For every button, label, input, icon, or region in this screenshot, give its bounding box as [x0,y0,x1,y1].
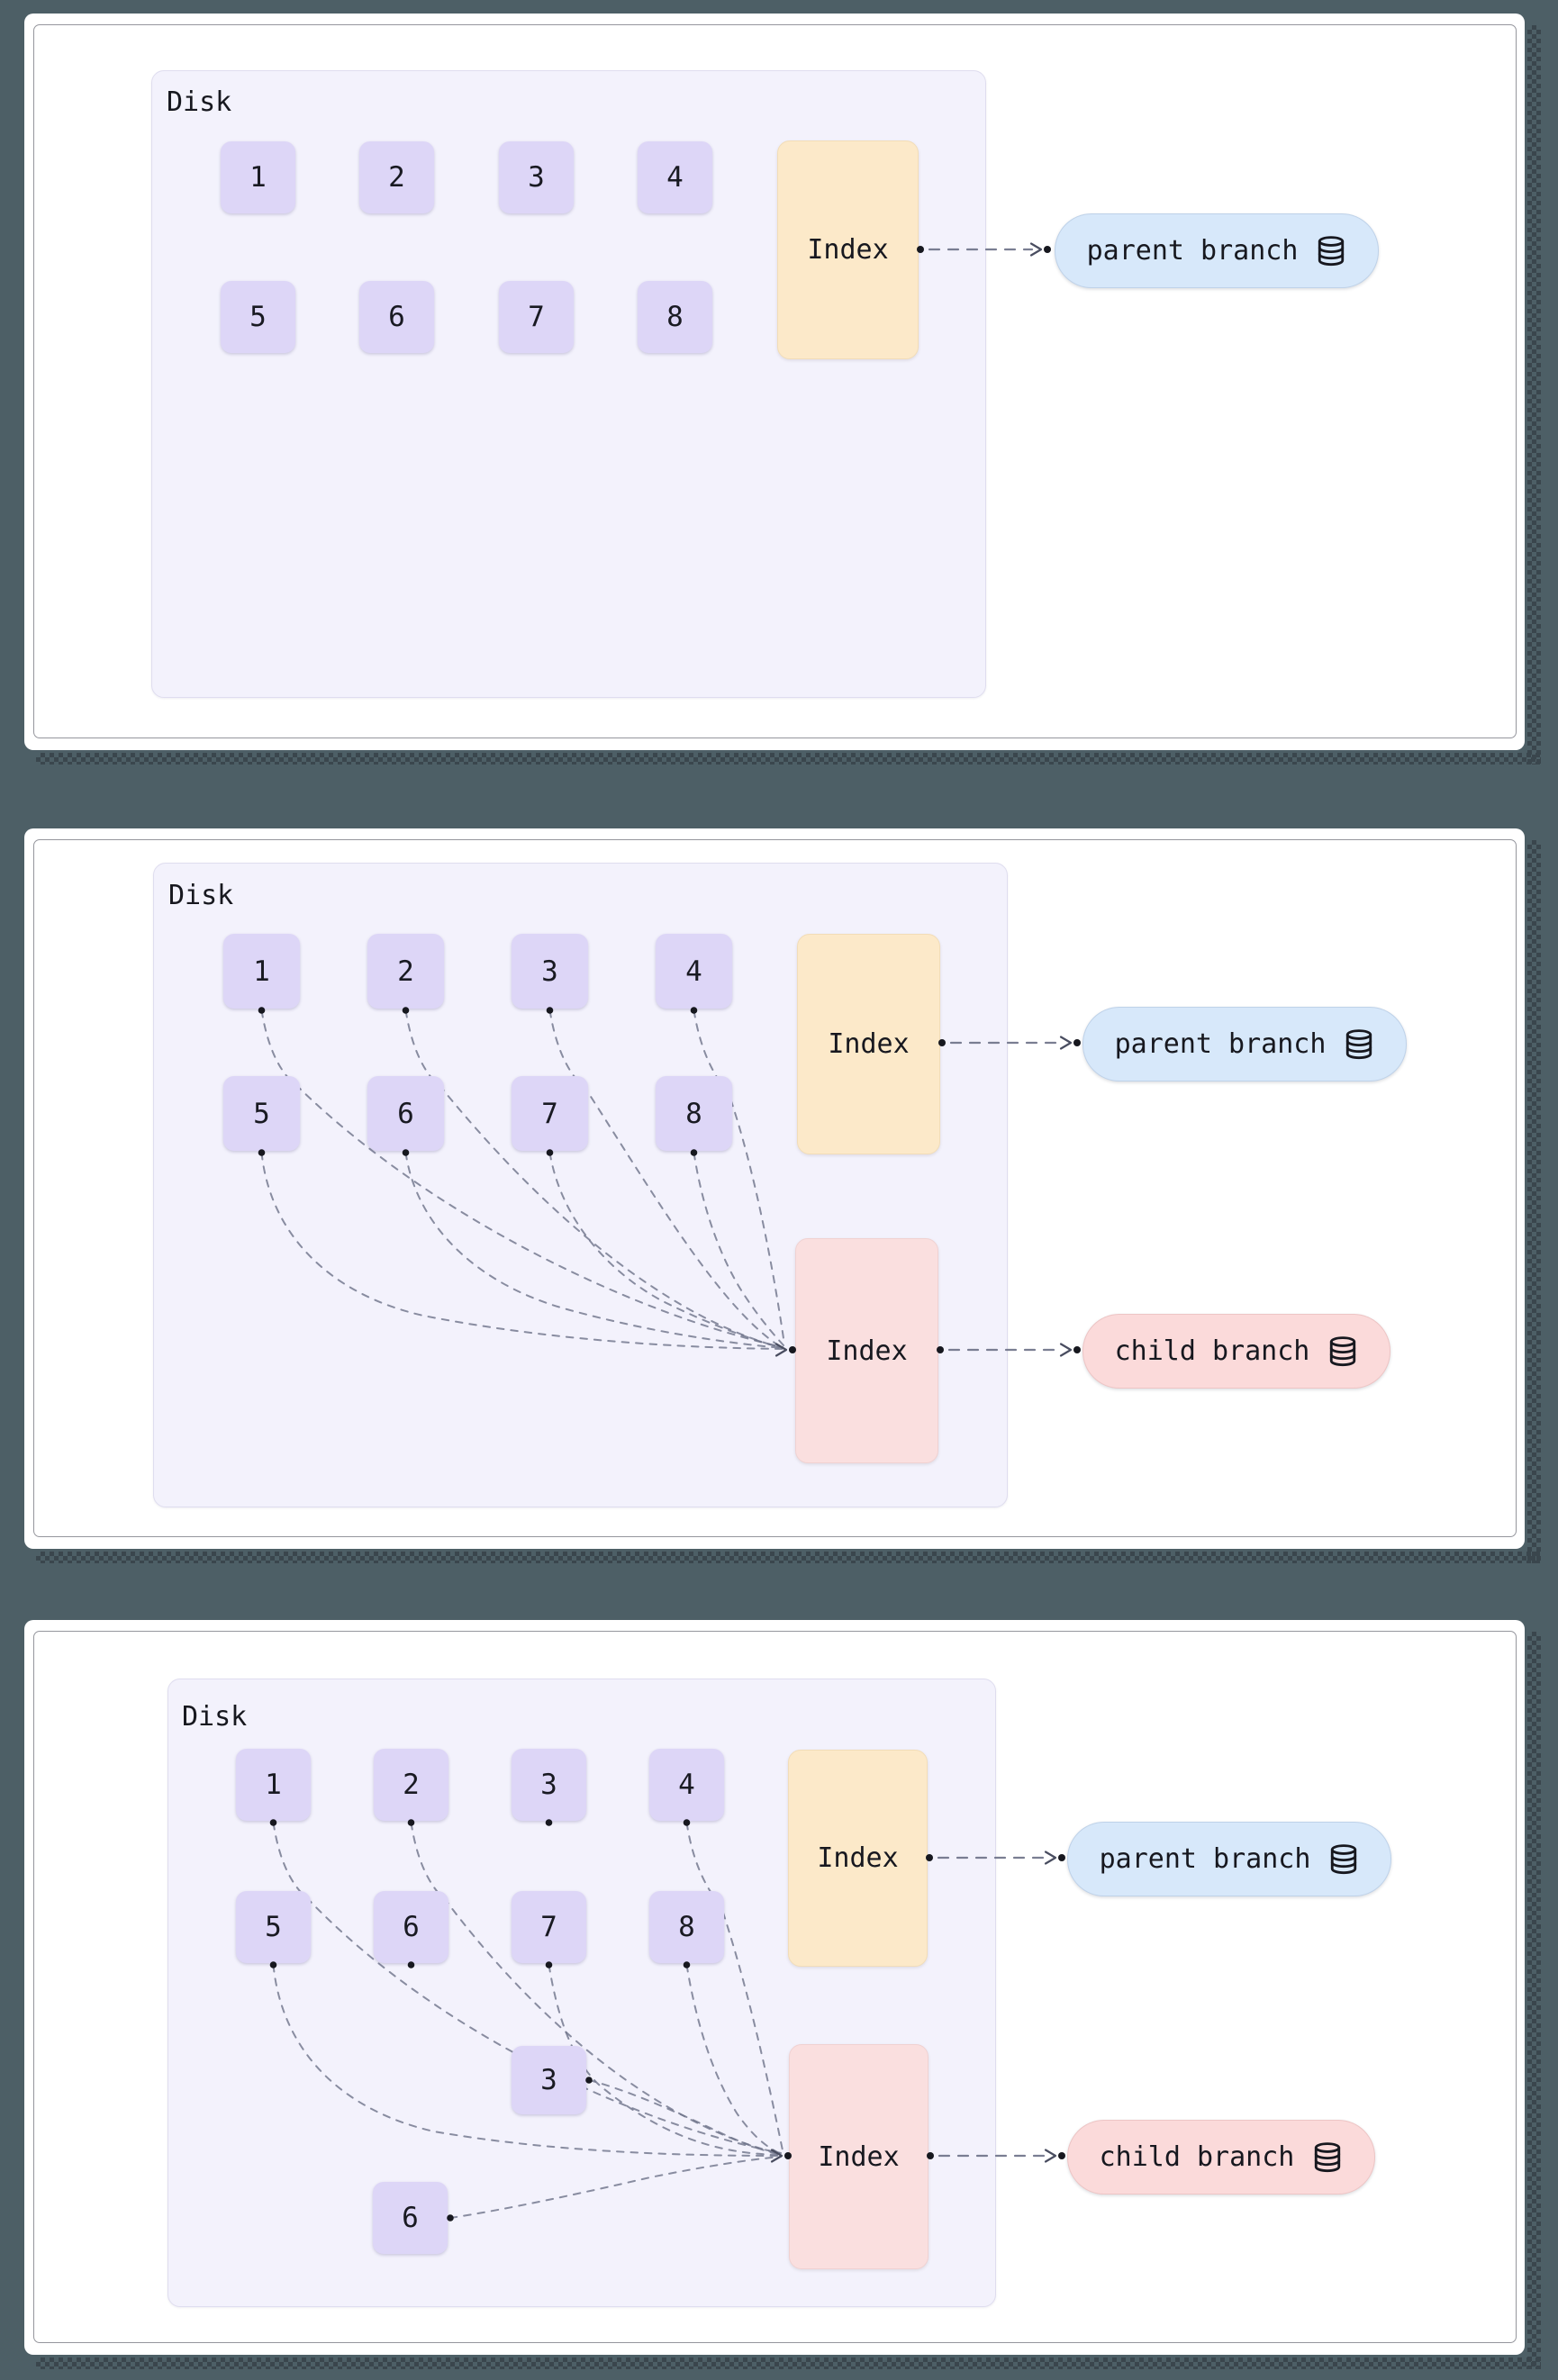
parent-branch-label: parent branch [1114,1028,1327,1060]
page-box-5: 5 [223,1076,300,1151]
page-box-5: 5 [236,1891,311,1963]
child-branch-pill: child branch [1082,1314,1390,1389]
parent-branch-label: parent branch [1099,1843,1311,1875]
page-box-7: 7 [512,1076,588,1151]
page-box-8: 8 [638,281,712,353]
page-box-3: 3 [499,141,574,213]
page-box-3: 3 [512,1749,586,1821]
panel2-shadow-right [1527,840,1541,1563]
panel-3-inner-border [33,1631,1517,2343]
page-box-1: 1 [223,934,300,1009]
page-box-7: 7 [499,281,574,353]
new-page-box-6: 6 [373,2182,448,2254]
panel3-shadow-right [1527,1632,1541,2369]
page-box-8: 8 [656,1076,732,1151]
page-box-1: 1 [236,1749,311,1821]
panel1-shadow-right [1527,25,1541,765]
child-branch-pill: child branch [1067,2120,1375,2194]
disk-label: Disk [182,1701,248,1733]
page-box-6: 6 [367,1076,444,1151]
page-box-2: 2 [367,934,444,1009]
page-box-4: 4 [656,934,732,1009]
child-branch-label: child branch [1099,2141,1295,2173]
parent-index-box: Index [777,140,919,359]
database-icon [1318,236,1345,267]
page-box-3: 3 [512,934,588,1009]
database-icon [1346,1029,1372,1060]
page-box-6: 6 [374,1891,448,1963]
page-box-4: 4 [649,1749,724,1821]
panel1-shadow-bottom [36,753,1541,765]
page-box-2: 2 [374,1749,448,1821]
panel-2-inner-border [33,839,1517,1537]
parent-branch-pill: parent branch [1055,213,1379,288]
page-box-2: 2 [359,141,434,213]
parent-index-box: Index [797,934,940,1154]
parent-index-box: Index [788,1750,928,1967]
panel2-shadow-bottom [36,1552,1541,1563]
child-branch-label: child branch [1114,1335,1310,1367]
child-index-box: Index [795,1238,938,1463]
parent-branch-label: parent branch [1086,235,1299,267]
disk-label: Disk [168,880,234,911]
page-box-7: 7 [512,1891,586,1963]
database-icon [1330,1336,1356,1367]
panel3-shadow-bottom [36,2357,1541,2369]
page-box-6: 6 [359,281,434,353]
page-box-5: 5 [221,281,295,353]
database-icon [1315,2142,1341,2173]
parent-branch-pill: parent branch [1082,1007,1407,1081]
database-icon [1331,1844,1357,1875]
page-box-1: 1 [221,141,295,213]
parent-branch-pill: parent branch [1067,1822,1391,1896]
page-box-8: 8 [649,1891,724,1963]
disk-label: Disk [167,86,232,118]
panel-1-inner-border [33,24,1517,738]
child-index-box: Index [789,2044,928,2269]
new-page-box-3: 3 [512,2046,586,2114]
page-box-4: 4 [638,141,712,213]
